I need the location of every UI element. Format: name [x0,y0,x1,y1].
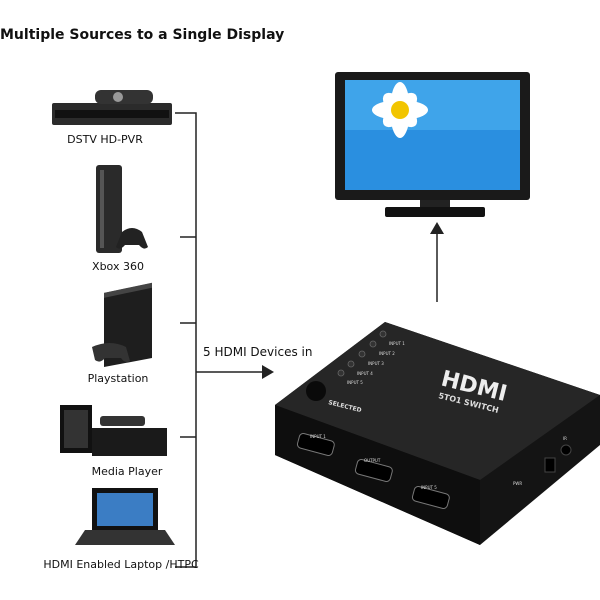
connector-lines [175,112,438,568]
source-label-media-player: Media Player [91,465,163,478]
laptop-image [75,488,175,545]
media-player-image [60,405,167,456]
led-label: INPUT 1 [389,341,405,346]
select-button[interactable] [306,381,326,401]
xbox-360-image [96,165,148,253]
arrow-up-icon [430,222,444,234]
hdmi-switch-image [275,322,600,545]
source-label-xbox: Xbox 360 [92,260,144,273]
ir-label: IR [563,436,567,441]
port-label: OUTPUT [364,458,381,463]
tv-display [335,72,530,217]
port-label: INPUT 5 [421,485,437,490]
source-label-laptop: HDMI Enabled Laptop /HTPC [43,558,199,571]
source-label-playstation: Playstation [87,372,149,385]
port-label: INPUT 1 [310,434,326,439]
led-label: INPUT 2 [379,351,395,356]
power-label: PWR [513,481,522,486]
led-label: INPUT 3 [368,361,384,366]
page-title: Multiple Sources to a Single Display [0,27,285,43]
led-label: INPUT 4 [357,371,373,376]
connector-label: 5 HDMI Devices in [203,345,313,359]
dstv-decoder-image [52,90,172,125]
source-label-dstv: DSTV HD-PVR [67,133,143,146]
arrow-right-icon [262,365,274,379]
playstation-image [92,282,152,367]
led-label: INPUT 5 [347,380,363,385]
